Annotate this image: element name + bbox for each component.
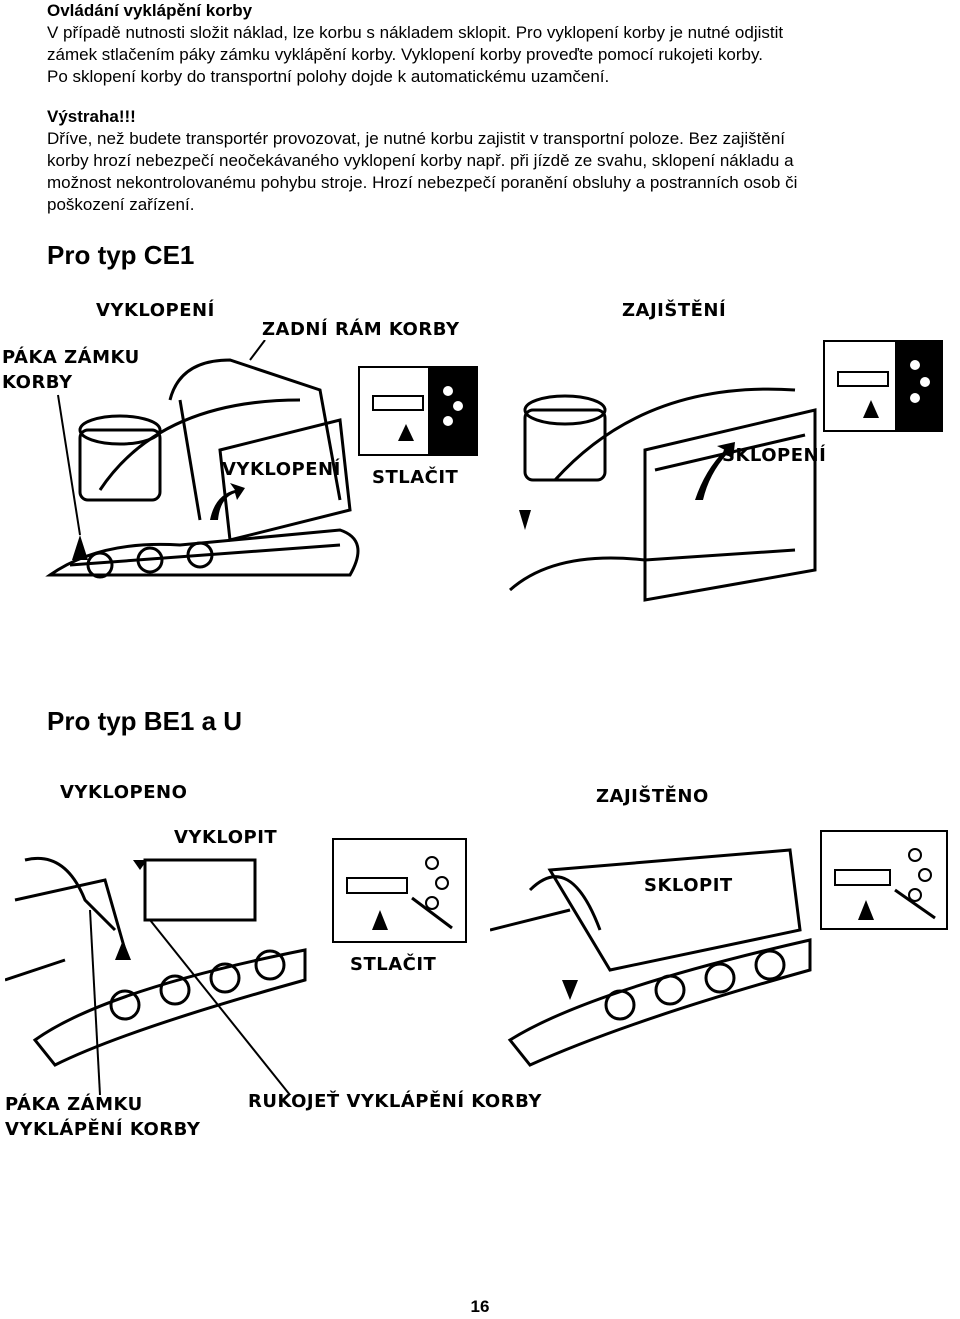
warning-section: Výstraha!!! Dříve, než budete transporté… [47,106,927,216]
ce1-lever-inset [358,366,478,456]
label-vyklopeni-mid: VYKLOPENÍ [222,459,341,480]
label-paka-line1: PÁKA ZÁMKU [5,1094,143,1115]
intro-line: V případě nutnosti složit náklad, lze ko… [47,23,784,42]
warning-heading: Výstraha!!! [47,107,136,126]
label-vyklopeno: VYKLOPENO [60,782,188,803]
ce1-lock-illustration [509,387,817,602]
be1-leader-lines [89,909,291,1096]
intro-line: zámek stlačením páky zámku vyklápění kor… [47,45,763,64]
label-zajisteni: ZAJIŠTĚNÍ [622,300,727,321]
label-paka-line2: KORBY [2,372,73,393]
arrow-curved-icon [210,483,245,520]
section-title-ce1: Pro typ CE1 [47,240,195,270]
label-stlacit: STLAČIT [350,954,437,975]
label-zajisteno: ZAJIŠTĚNO [596,786,709,807]
warning-line: korby hrozí nebezpečí neočekávaného vykl… [47,151,794,170]
page-number: 16 [470,1297,490,1316]
label-sklopit: SKLOPIT [644,875,733,896]
arrow-up-icon [115,940,131,960]
arrow-down-icon [519,510,531,530]
arrow-curved-icon [695,442,735,500]
label-paka-line2: VYKLÁPĚNÍ KORBY [5,1119,201,1140]
be1-lock-inset [820,830,948,930]
arrow-down-icon [133,860,147,870]
label-paka-line1: PÁKA ZÁMKU [2,347,140,368]
be1-lever-inset [332,838,467,943]
warning-line: možnost nekontrolovanému pohybu stroje. … [47,173,798,192]
be1-lock-illustration [490,848,812,1067]
intro-line: Po sklopení korby do transportní polohy … [47,67,610,86]
label-vyklopit: VYKLOPIT [174,827,278,848]
label-vyklopeni-top: VYKLOPENÍ [96,300,215,321]
label-rukojet: RUKOJEŤ VYKLÁPĚNÍ KORBY [248,1091,542,1112]
section-title-be1: Pro typ BE1 a U [47,706,243,736]
intro-section: Ovládání vyklápění korby V případě nutno… [47,0,927,88]
label-zadni-ram: ZADNÍ RÁM KORBY [262,319,460,340]
label-sklopeni: SKLOPENÍ [722,445,827,466]
intro-heading: Ovládání vyklápění korby [47,1,253,20]
warning-line: poškození zařízení. [47,195,195,214]
arrow-up-icon [72,535,88,560]
label-stlacit: STLAČIT [372,467,459,488]
arrow-down-icon [562,980,578,1000]
ce1-lock-inset [823,340,943,432]
ce1-unlock-illustration [45,340,360,579]
warning-line: Dříve, než budete transportér provozovat… [47,129,785,148]
